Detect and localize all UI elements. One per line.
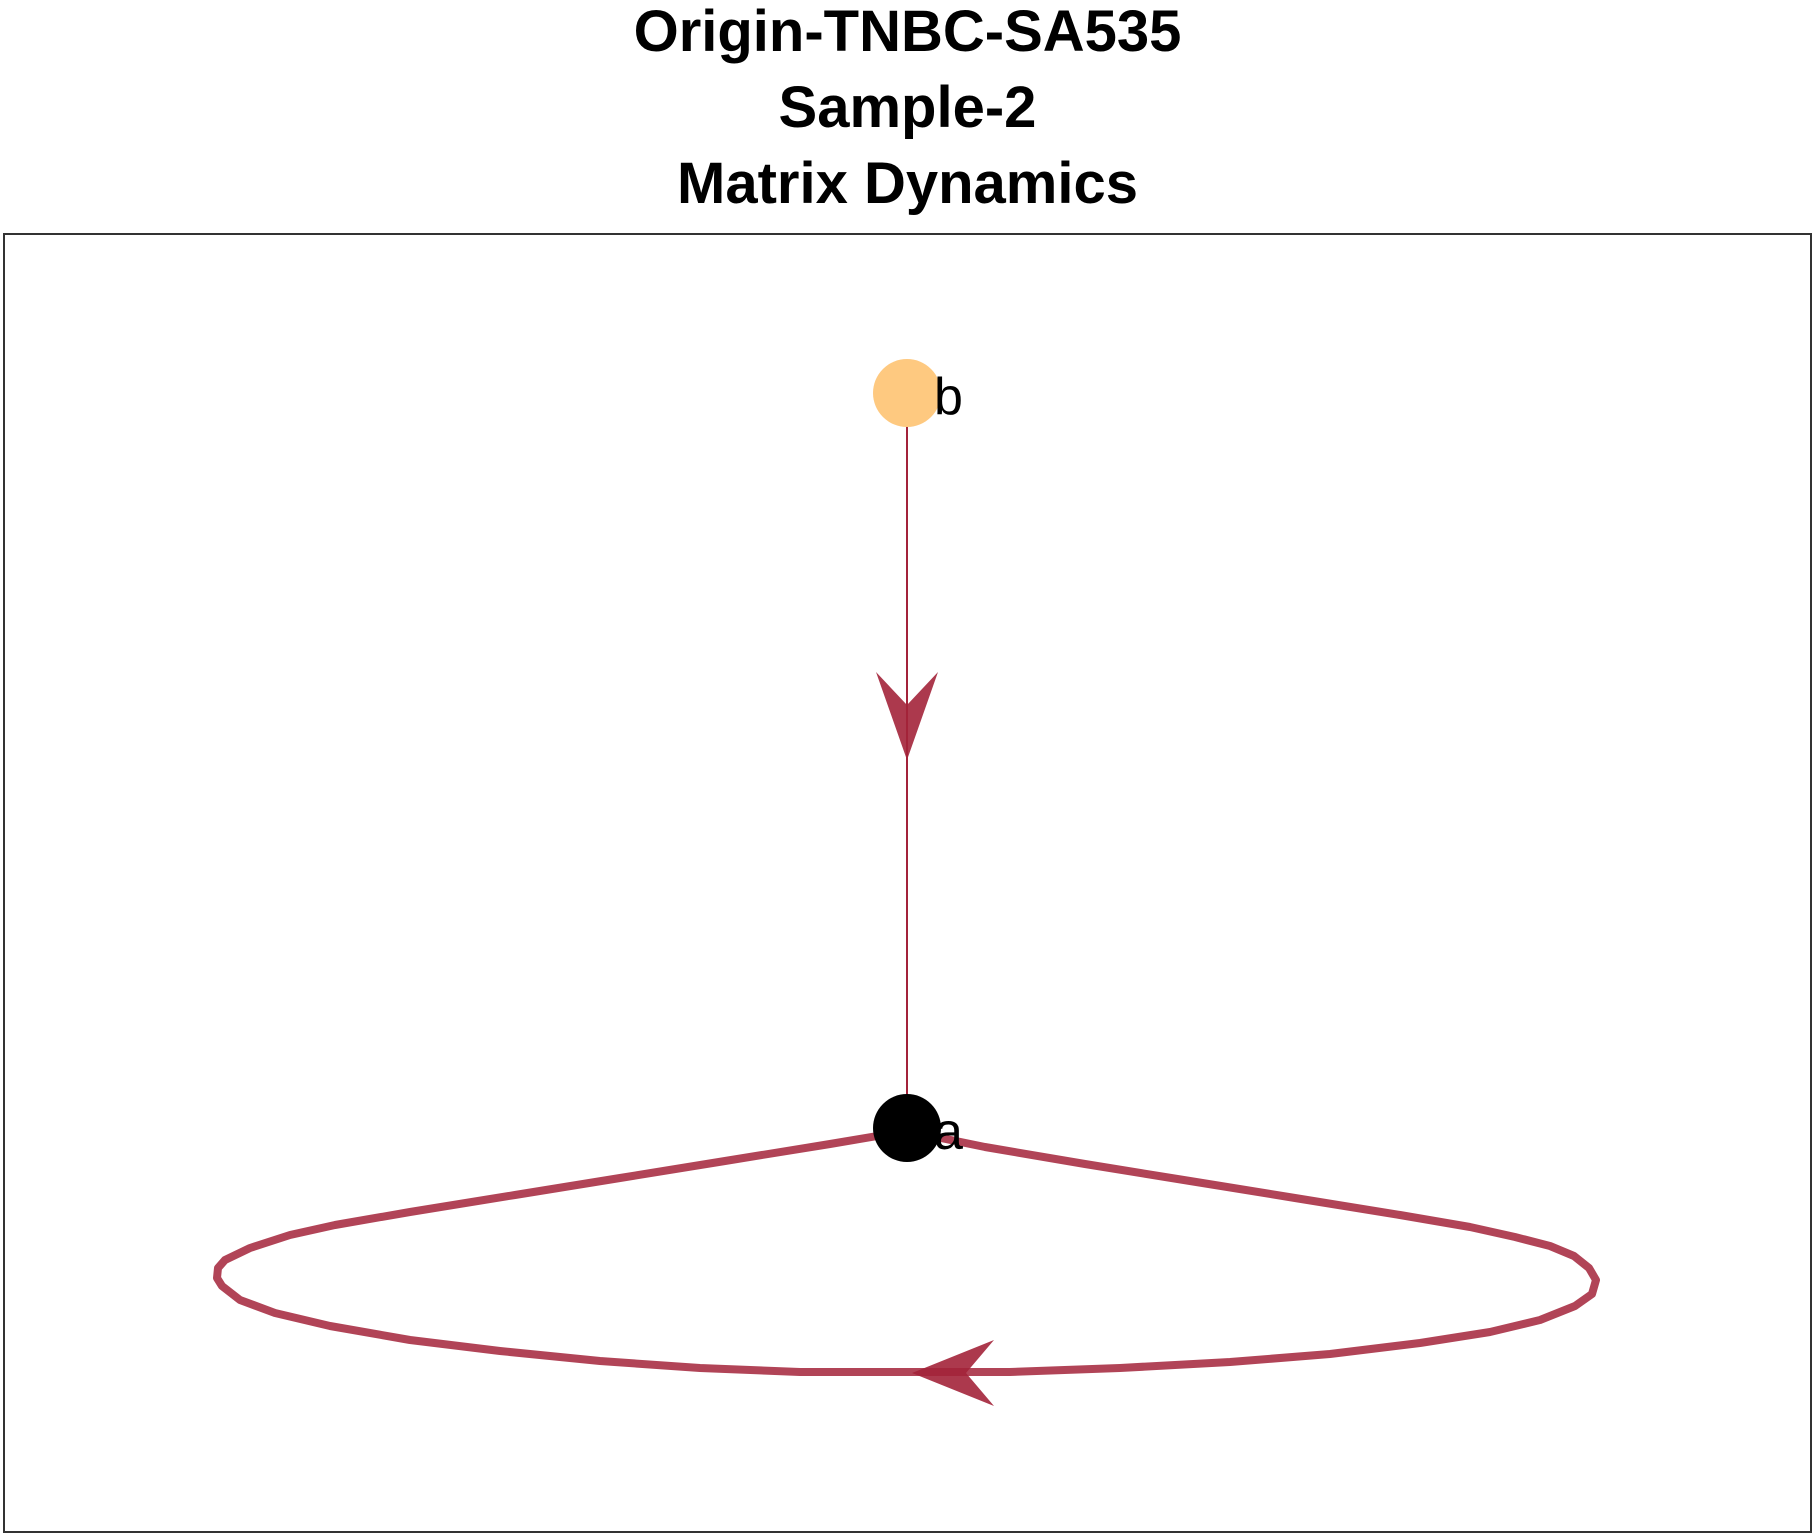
- edge-a-to-a-arrowhead: [912, 1340, 994, 1406]
- plot-title: Origin-TNBC-SA535 Sample-2 Matrix Dynami…: [0, 0, 1815, 222]
- title-line-3: Matrix Dynamics: [677, 151, 1138, 216]
- plot-frame: [3, 233, 1812, 1533]
- node-a-label: a: [934, 1103, 963, 1161]
- node-b-label: b: [934, 368, 963, 426]
- edge-a-to-a-loop: [213, 1127, 1600, 1376]
- edge-b-to-a-arrowhead: [876, 672, 938, 760]
- title-line-2: Sample-2: [778, 75, 1037, 140]
- node-a: [873, 1094, 941, 1162]
- title-line-1: Origin-TNBC-SA535: [633, 0, 1182, 64]
- node-b: [873, 359, 941, 427]
